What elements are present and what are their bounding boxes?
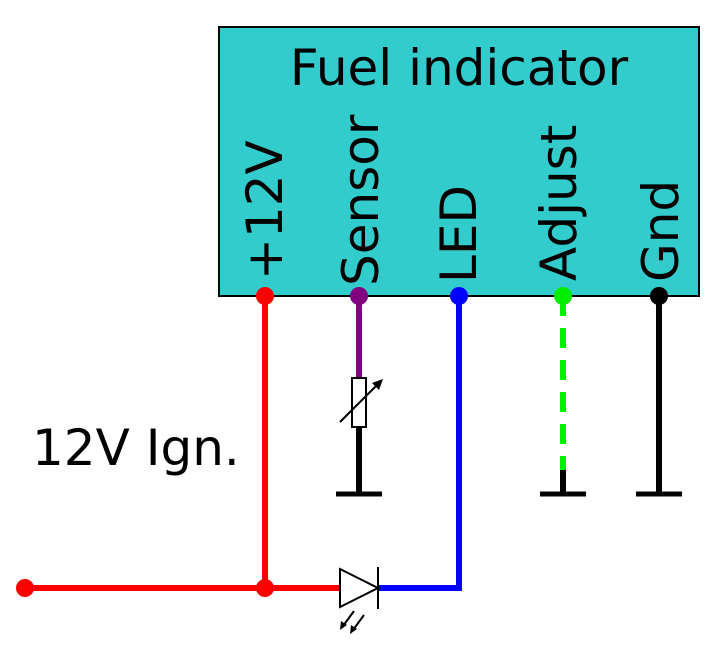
supply-label: 12V Ign. — [32, 419, 240, 477]
pin-label-adjust: Adjust — [530, 125, 588, 281]
pin-label-led: LED — [430, 185, 488, 283]
pin-dot-led — [450, 287, 468, 305]
wire-12v — [16, 287, 340, 597]
pin-label-gnd: Gnd — [632, 180, 690, 282]
module-title: Fuel indicator — [290, 39, 629, 97]
variable-resistor-icon — [339, 377, 383, 428]
led-diode-icon — [339, 567, 381, 634]
wire-adjust — [540, 287, 586, 497]
pin-label-12v: +12V — [236, 140, 294, 280]
fuel-indicator-module — [218, 26, 700, 297]
pin-dot-adjust — [554, 287, 572, 305]
ignition-terminal-dot — [16, 579, 34, 597]
wire-led — [378, 287, 468, 591]
pin-label-sensor: Sensor — [332, 114, 390, 286]
pin-dot-sensor — [350, 287, 368, 305]
wire-sensor — [336, 287, 383, 497]
junction-dot — [256, 579, 274, 597]
pin-dot-12v — [256, 287, 274, 305]
wire-gnd — [636, 287, 682, 497]
pin-dot-gnd — [650, 287, 668, 305]
